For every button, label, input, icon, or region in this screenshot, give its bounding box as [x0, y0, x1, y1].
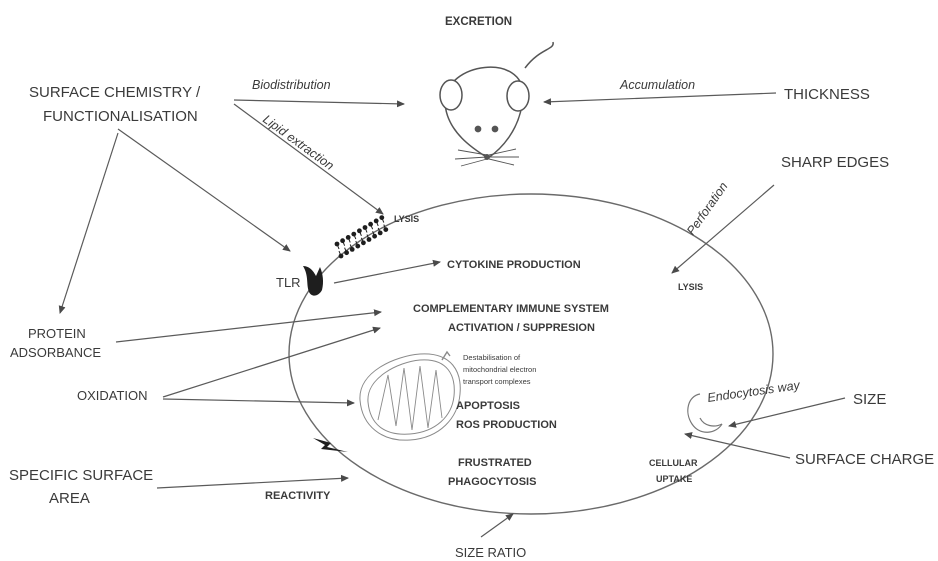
arrow-protein-to-complementary: [115, 309, 382, 343]
complementary-label-line1: COMPLEMENTARY IMMUNE SYSTEM: [413, 303, 609, 315]
protein-adsorbance-label-line1: PROTEIN: [28, 326, 86, 341]
lipid-tail: [383, 224, 387, 230]
lipid-tail: [336, 243, 340, 250]
lipid-tail: [358, 230, 362, 236]
arrow-tlr-to-cytokine: [333, 259, 441, 284]
lipid-tail: [353, 233, 357, 240]
arrow-sharp-edges-to-lysis: [671, 184, 775, 274]
arrow-ssa-to-reactivity: [156, 474, 349, 489]
ros-production-label: ROS PRODUCTION: [456, 419, 557, 431]
lipid-tail: [360, 237, 364, 243]
lipid-tail: [377, 227, 381, 234]
lipid-bilayer-icon: [334, 215, 389, 259]
lipid-tail: [344, 247, 348, 253]
mitochondrion-icon: [359, 350, 461, 441]
lipid-tail: [370, 224, 374, 230]
connections: [58, 92, 846, 538]
arrow-thickness-to-excretion: [543, 92, 777, 106]
biodistribution-label: Biodistribution: [252, 78, 331, 92]
lipid-tail: [342, 240, 346, 246]
arrow-surface-charge-to-uptake: [684, 432, 791, 459]
cytokine-production-label: CYTOKINE PRODUCTION: [447, 259, 581, 271]
lysis-membrane-label: LYSIS: [394, 214, 419, 224]
destabilisation-note-line2: mitochondrial electron: [463, 365, 536, 374]
surface-chemistry-label-line2: FUNCTIONALISATION: [43, 108, 198, 125]
tlr-receptor-icon: [303, 266, 324, 296]
protein-adsorbance-label-line2: ADSORBANCE: [10, 345, 101, 360]
lipid-tail: [349, 244, 353, 250]
arrow-surface-to-lysis: [233, 103, 384, 215]
mouse-icon: [439, 41, 554, 167]
accumulation-label: Accumulation: [619, 78, 695, 92]
arrow-surface-to-excretion: [233, 99, 405, 108]
lipid-head: [372, 233, 377, 239]
frustrated-label-line2: PHAGOCYTOSIS: [448, 476, 536, 488]
surface-chemistry-label-line1: SURFACE CHEMISTRY /: [29, 84, 201, 101]
lipid-tail: [355, 240, 359, 247]
cellular-uptake-label-line1: CELLULAR: [649, 458, 698, 468]
surface-charge-label: SURFACE CHARGE: [795, 451, 934, 468]
endocytic-vesicle-icon: [687, 393, 723, 433]
specific-surface-area-label-line1: SPECIFIC SURFACE: [9, 467, 153, 484]
apoptosis-label: APOPTOSIS: [456, 400, 520, 412]
lipid-tail: [381, 217, 385, 223]
lipid-tail: [366, 234, 370, 240]
lipid-head: [344, 250, 349, 256]
arrow-surface-to-tlr: [117, 128, 291, 252]
lipid-tail: [375, 220, 379, 227]
lipid-tail: [338, 250, 342, 257]
reactivity-label: REACTIVITY: [265, 490, 331, 502]
arrow-size-ratio-to-cell: [480, 513, 514, 538]
cell-outline: [288, 193, 774, 515]
thickness-label: THICKNESS: [784, 86, 870, 103]
size-label: SIZE: [853, 391, 886, 408]
oxidation-label: OXIDATION: [77, 388, 148, 403]
size-ratio-label: SIZE RATIO: [455, 545, 526, 560]
tlr-label: TLR: [276, 275, 301, 290]
specific-surface-area-label-line2: AREA: [49, 490, 90, 507]
cellular-uptake-label-line2: UPTAKE: [656, 474, 692, 484]
lipid-extraction-label: Lipid extraction: [260, 112, 336, 173]
lysis-perforation-label: LYSIS: [678, 282, 703, 292]
reactivity-bolt-icon: [313, 438, 348, 452]
complementary-label-line2: ACTIVATION / SUPPRESION: [448, 322, 595, 334]
lipid-tail: [364, 227, 368, 233]
lipid-head: [361, 240, 366, 246]
lipid-tail: [347, 237, 351, 243]
endocytosis-way-label: Endocytosis way: [706, 378, 801, 405]
arrow-size-to-uptake: [728, 397, 846, 428]
sharp-edges-label: SHARP EDGES: [781, 154, 889, 171]
arrow-surface-to-protein: [58, 132, 119, 314]
excretion-label: EXCRETION: [445, 16, 512, 28]
arrow-oxidation-to-mitochondria: [162, 398, 355, 407]
arrow-oxidation-to-complementary: [162, 326, 381, 398]
frustrated-label-line1: FRUSTRATED: [458, 457, 532, 469]
destabilisation-note-line3: transport complexes: [463, 377, 531, 386]
lipid-tail: [372, 231, 376, 237]
destabilisation-note-line1: Destabilisation of: [463, 353, 521, 362]
